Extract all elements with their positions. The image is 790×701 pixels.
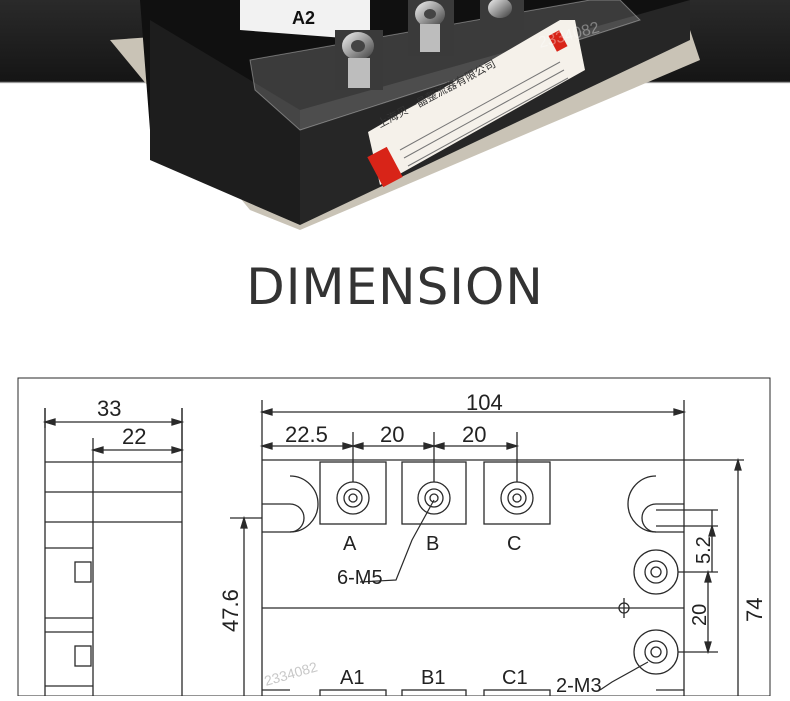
- top-view: [230, 400, 744, 701]
- dimension-drawing: 33 22 104 22.5 20 20 A B C 6-M5 A1 B1 C1…: [0, 350, 790, 701]
- drawing-watermark: 2334082: [262, 658, 319, 688]
- total-height-dim: 74: [742, 598, 767, 622]
- terminal-label-c1: C1: [502, 667, 528, 689]
- center-height-dim: 20: [689, 604, 711, 626]
- product-photo: A2 上海贝一晶整流器有限公司 2334082: [0, 0, 790, 232]
- manufacturer-sticker: [368, 20, 585, 185]
- screw-callout-main: 6-M5: [337, 567, 383, 589]
- terminal-label-a: A: [343, 533, 357, 555]
- side-width-total: 33: [97, 396, 121, 421]
- sticker-red-tag: [367, 146, 403, 188]
- terminal-label-b1: B1: [421, 667, 445, 689]
- terminal-screw: [408, 0, 454, 56]
- terminal-label-a1: A1: [340, 667, 364, 689]
- terminal-screw: [480, 0, 524, 30]
- offset-first-terminal: 22.5: [285, 422, 328, 447]
- terminal-spacing-1: 20: [380, 422, 404, 447]
- side-width-inner: 22: [122, 424, 146, 449]
- terminal-label: A2: [292, 8, 315, 28]
- screw-callout-small: 2-M3: [556, 675, 602, 696]
- side-view: [42, 408, 185, 696]
- relay-photo-illustration: A2 上海贝一晶整流器有限公司 2334082: [0, 0, 790, 232]
- slot-width-dim: 5.2: [693, 536, 715, 564]
- top-width-total: 104: [466, 390, 503, 415]
- terminal-screw: [335, 30, 383, 90]
- mount-height-dim: 47.6: [218, 589, 243, 632]
- terminal-spacing-2: 20: [462, 422, 486, 447]
- terminal-label-c: C: [507, 533, 521, 555]
- section-heading: DIMENSION: [246, 258, 544, 316]
- dimension-drawing-svg: 33 22 104 22.5 20 20 A B C 6-M5 A1 B1 C1…: [17, 377, 771, 701]
- terminal-label-b: B: [426, 533, 439, 555]
